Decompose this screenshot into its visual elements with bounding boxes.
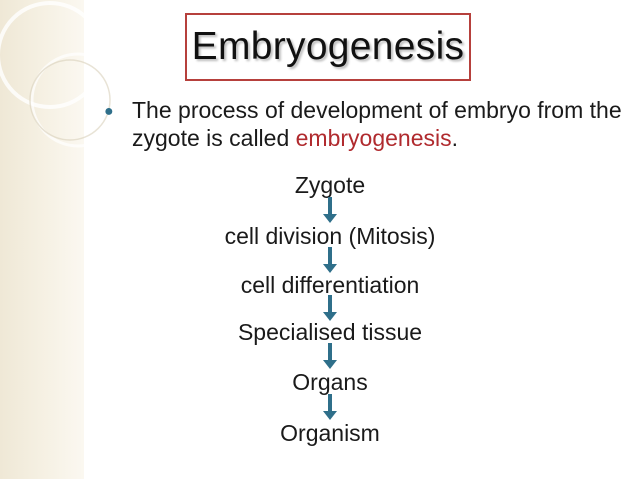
slide-title: Embryogenesis: [191, 25, 465, 68]
flow-step-specialised-tissue: Specialised tissue: [237, 319, 423, 345]
down-arrow-icon: [323, 394, 337, 420]
highlight-term: embryogenesis: [295, 125, 452, 151]
decorative-side-band: [0, 0, 84, 479]
bullet-text: The process of development of embryo fro…: [132, 96, 632, 152]
flow-step-zygote: Zygote: [294, 172, 366, 198]
down-arrow-icon: [323, 295, 337, 321]
down-arrow-icon: [323, 343, 337, 369]
flow-step-cell-differentiation: cell differentiation: [240, 272, 420, 298]
flow-step-cell-division: cell division (Mitosis): [224, 223, 436, 249]
flow-step-organs: Organs: [292, 369, 368, 395]
down-arrow-icon: [323, 247, 337, 273]
bullet-text-main: The process of development of embryo fro…: [132, 97, 622, 151]
bullet-text-end: .: [451, 125, 458, 151]
down-arrow-icon: [323, 197, 337, 223]
flow-step-organism: Organism: [280, 420, 380, 446]
title-box: Embryogenesis: [185, 13, 471, 81]
decorative-circles: [0, 1, 120, 148]
bullet-icon: ●: [104, 103, 114, 120]
